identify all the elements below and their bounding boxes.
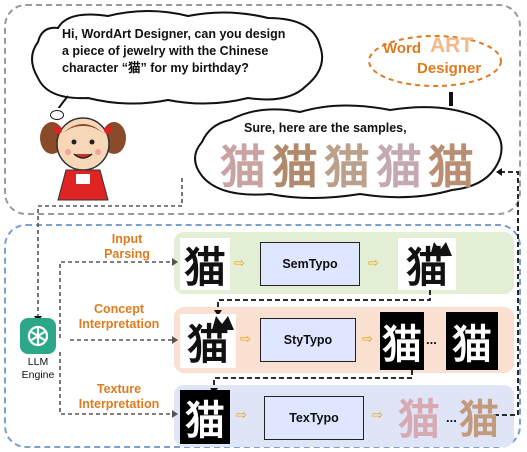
girl-illustration-icon: [40, 117, 126, 201]
user-request-text: Hi, WordArt Designer, can you design a p…: [62, 26, 322, 77]
llm-label-line2: Engine: [21, 368, 55, 381]
bubble-dot: [50, 110, 64, 120]
arrow-right-icon: ⇨: [362, 332, 373, 347]
textypo-output-tile-2: 猫: [459, 396, 499, 443]
user-speech-bubble: [31, 10, 324, 108]
textypo-module: TexTypo: [264, 396, 364, 440]
semtypo-module: SemTypo: [260, 242, 360, 286]
cat-ears-icon: [430, 242, 452, 256]
arrow-right-icon: ⇨: [240, 332, 251, 347]
logo-art: ART: [430, 34, 474, 57]
sample-char-3: 猫: [324, 140, 370, 194]
arrow-right-icon: ⇨: [236, 408, 247, 423]
texture-interpretation-label: Texture Interpretation: [64, 382, 174, 412]
logo-word: Word: [383, 40, 422, 57]
arrow-right-icon: ⇨: [368, 256, 379, 271]
llm-label-line1: LLM: [27, 356, 49, 368]
pipeline-panel: [4, 224, 521, 448]
input-label-line2: Parsing: [104, 247, 150, 261]
cat-ears-icon: [212, 316, 234, 330]
response-text: Sure, here are the samples,: [244, 121, 407, 135]
stytypo-module: StyTypo: [260, 318, 356, 362]
textypo-output-tile-1: 猫: [397, 394, 440, 444]
response-speech-bubble: [194, 104, 503, 199]
sample-char-1: 猫: [220, 140, 266, 194]
input-label-line1: Input: [111, 232, 143, 246]
logo-divider: [449, 92, 453, 106]
sample-char-5: 猫: [428, 140, 474, 194]
texture-label-line1: Texture: [96, 382, 142, 396]
texture-input-tile: 猫: [180, 390, 230, 444]
concept-interpretation-label: Concept Interpretation: [64, 302, 174, 332]
concept-input-tile: 猫: [180, 314, 236, 369]
logo-designer: Designer: [417, 60, 482, 77]
user-dialog-panel: [4, 4, 521, 215]
arrow-right-icon: ⇨: [372, 408, 383, 423]
input-char-tile: 猫: [180, 238, 230, 292]
arrow-right-icon: ⇨: [234, 256, 245, 271]
sample-char-4: 猫: [376, 140, 422, 194]
llm-engine-icon: [20, 318, 56, 354]
concept-label-line2: Interpretation: [78, 317, 160, 331]
logo-badge-outline: [368, 35, 502, 87]
sample-char-2: 猫: [272, 140, 318, 194]
input-parsing-label: Input Parsing: [92, 232, 162, 262]
user-request-line2: a piece of jewelry with the Chinese: [62, 43, 269, 58]
stytypo-output-tile-1: 猫: [380, 312, 424, 370]
user-request-line3: character “猫” for my birthday?: [62, 60, 249, 75]
stytypo-output-tile-2: 猫: [446, 312, 498, 370]
ellipsis-text: ...: [446, 410, 457, 425]
ellipsis-text: ...: [426, 332, 437, 347]
user-request-line1: Hi, WordArt Designer, can you design: [62, 27, 286, 41]
llm-engine-label: LLM Engine: [16, 356, 60, 381]
texture-label-line2: Interpretation: [78, 397, 160, 411]
concept-label-line1: Concept: [94, 302, 144, 316]
